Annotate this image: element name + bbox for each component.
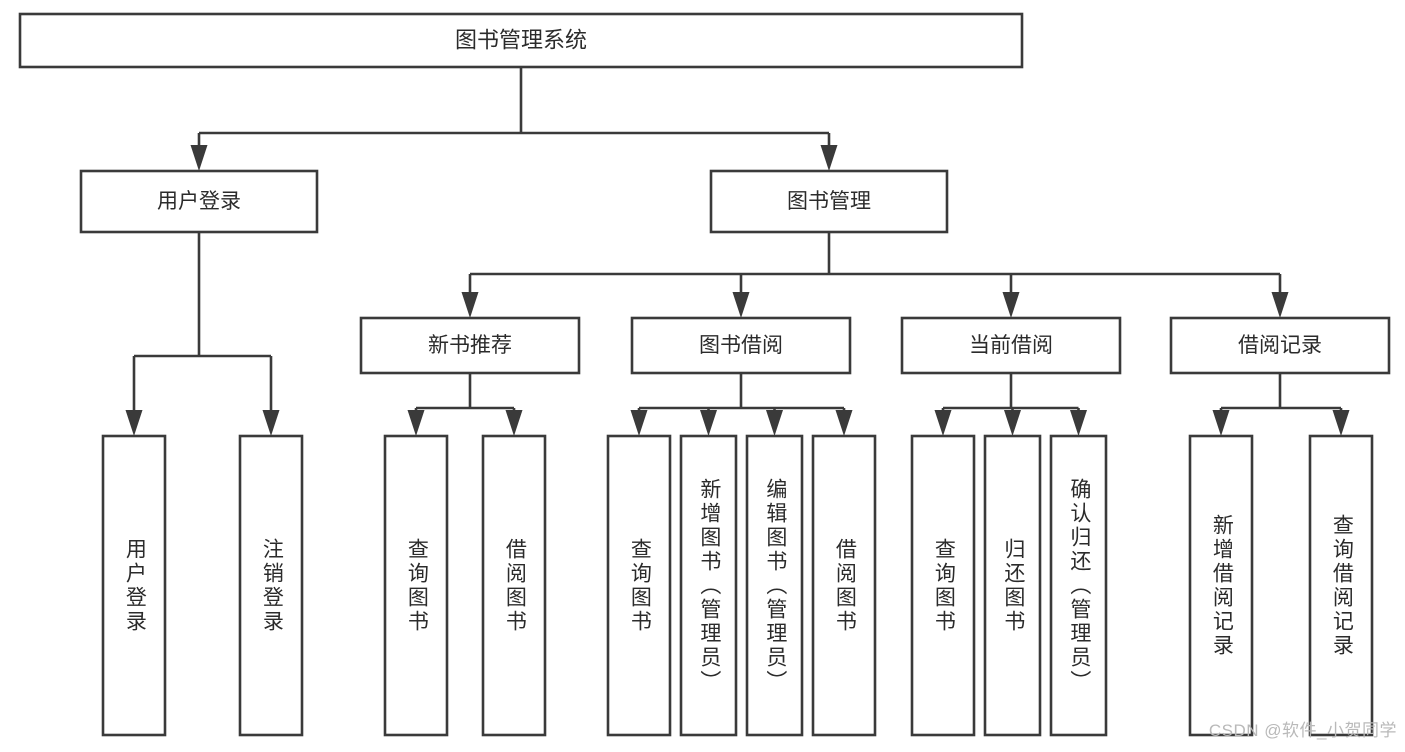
connector-group-new-book-recommend	[407, 373, 523, 436]
node-leaf-query-book-2[interactable]	[606, 434, 672, 737]
node-label-root: 图书管理系统	[455, 27, 587, 52]
node-box-leaf-return-book[interactable]	[983, 434, 1042, 737]
node-box-leaf-logout[interactable]	[238, 434, 304, 737]
node-label-book-borrow: 图书借阅	[699, 334, 783, 357]
node-label-book-management: 图书管理	[787, 190, 871, 213]
connector-group-root	[190, 67, 838, 171]
node-borrow-record[interactable]: 借阅记录	[1169, 316, 1391, 375]
arrow-head-icon	[505, 410, 523, 436]
arrow-head-icon	[1070, 410, 1087, 436]
arrow-head-icon	[407, 410, 425, 436]
arrow-head-icon	[835, 410, 853, 436]
node-box-leaf-borrow-book-2[interactable]	[811, 434, 877, 737]
node-leaf-borrow-book-1[interactable]	[481, 434, 547, 737]
arrow-head-icon	[1002, 292, 1020, 318]
node-box-book-management[interactable]	[709, 169, 949, 234]
node-box-leaf-borrow-book-1[interactable]	[481, 434, 547, 737]
node-box-leaf-query-book-1[interactable]	[383, 434, 449, 737]
node-box-leaf-add-book-admin[interactable]	[679, 434, 738, 737]
node-box-book-borrow[interactable]	[630, 316, 852, 375]
arrow-head-icon	[1271, 292, 1289, 318]
node-leaf-edit-book-admin[interactable]	[745, 434, 804, 737]
arrow-head-icon	[125, 410, 143, 436]
arrow-head-icon	[461, 292, 479, 318]
node-box-root[interactable]	[18, 12, 1024, 69]
connector-group-book-borrow	[630, 373, 853, 436]
arrow-head-icon	[630, 410, 648, 436]
arrow-head-icon	[700, 410, 717, 436]
node-box-borrow-record[interactable]	[1169, 316, 1391, 375]
node-label-current-borrow: 当前借阅	[969, 334, 1053, 357]
node-leaf-borrow-book-2[interactable]	[811, 434, 877, 737]
arrow-head-icon	[1332, 410, 1350, 436]
arrow-head-icon	[820, 145, 838, 171]
node-box-leaf-user-login[interactable]	[101, 434, 167, 737]
node-root[interactable]: 图书管理系统	[18, 12, 1024, 69]
node-box-leaf-add-borrow-record[interactable]	[1188, 434, 1254, 737]
node-label-user-login: 用户登录	[157, 190, 241, 213]
node-leaf-query-book-3[interactable]	[910, 434, 976, 737]
arrow-head-icon	[190, 145, 208, 171]
node-leaf-user-login[interactable]	[101, 434, 167, 737]
node-current-borrow[interactable]: 当前借阅	[900, 316, 1122, 375]
connector-group-current-borrow	[934, 373, 1087, 436]
node-leaf-query-borrow-record[interactable]	[1308, 434, 1374, 737]
node-leaf-query-book-1[interactable]	[383, 434, 449, 737]
arrow-head-icon	[934, 410, 952, 436]
node-leaf-add-borrow-record[interactable]	[1188, 434, 1254, 737]
csdn-watermark: CSDN @软件_小贺同学	[1208, 721, 1397, 740]
node-box-leaf-query-borrow-record[interactable]	[1308, 434, 1374, 737]
node-box-current-borrow[interactable]	[900, 316, 1122, 375]
node-label-new-book-recommend: 新书推荐	[428, 334, 512, 357]
connector-group-user-login	[125, 232, 280, 436]
arrow-head-icon	[1212, 410, 1230, 436]
node-box-leaf-edit-book-admin[interactable]	[745, 434, 804, 737]
arrow-head-icon	[262, 410, 280, 436]
arrow-head-icon	[732, 292, 750, 318]
connector-layer	[125, 67, 1350, 436]
arrow-head-icon	[766, 410, 783, 436]
node-leaf-add-book-admin[interactable]	[679, 434, 738, 737]
node-new-book-recommend[interactable]: 新书推荐	[359, 316, 581, 375]
arrow-head-icon	[1004, 410, 1021, 436]
node-box-user-login[interactable]	[79, 169, 319, 234]
node-box-new-book-recommend[interactable]	[359, 316, 581, 375]
node-user-login[interactable]: 用户登录	[79, 169, 319, 234]
connector-group-borrow-record	[1212, 373, 1350, 436]
node-box-leaf-query-book-2[interactable]	[606, 434, 672, 737]
node-leaf-return-book[interactable]	[983, 434, 1042, 737]
node-box-leaf-query-book-3[interactable]	[910, 434, 976, 737]
node-book-borrow[interactable]: 图书借阅	[630, 316, 852, 375]
node-book-management[interactable]: 图书管理	[709, 169, 949, 234]
connector-group-book-management	[461, 232, 1289, 318]
node-box-leaf-confirm-return-admin[interactable]	[1049, 434, 1108, 737]
node-leaf-logout[interactable]	[238, 434, 304, 737]
node-leaf-confirm-return-admin[interactable]	[1049, 434, 1108, 737]
node-label-borrow-record: 借阅记录	[1238, 334, 1322, 357]
